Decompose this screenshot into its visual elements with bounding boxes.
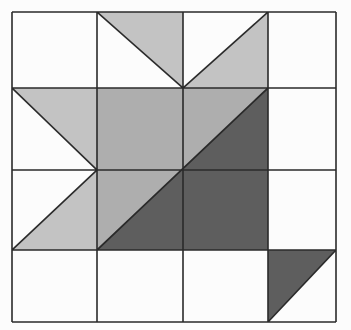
quilt-block-diagram [0, 0, 351, 330]
